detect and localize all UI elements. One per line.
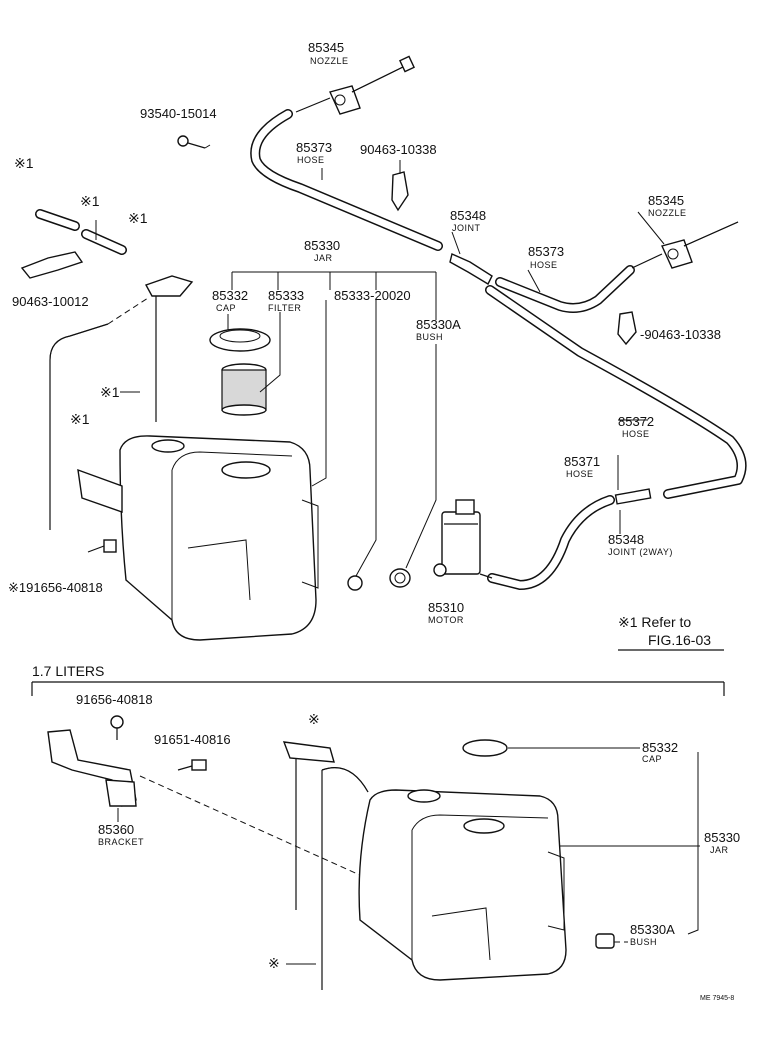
label-cap2-85332-nm: CAP: [642, 754, 662, 764]
label-bush-85330A-nm: BUSH: [416, 332, 443, 342]
label-joint-85348-b-nm: JOINT (2WAY): [608, 547, 673, 557]
label-bush-85330A-pn: 85330A: [416, 317, 461, 332]
nozzle-85345-upper: [295, 55, 415, 115]
label-joint-85348-b-pn: 85348: [608, 532, 644, 547]
label-hose-85372-nm: HOSE: [622, 429, 650, 439]
label-bush2-85330A-pn: 85330A: [630, 922, 675, 937]
label-cap-85332-nm: CAP: [216, 303, 236, 313]
bolt-93540-15014: [177, 135, 206, 149]
label-bolt-91651: 91651-40816: [154, 732, 231, 747]
section-title: 1.7 LITERS: [32, 663, 104, 679]
label-hose-85373-a-nm: HOSE: [297, 155, 325, 165]
dashed-connector-bracket: [139, 775, 363, 877]
refer-note-line-2: FIG.16-03: [648, 632, 711, 648]
label-ref1-b: ※1: [80, 193, 100, 209]
label-hose-85371-pn: 85371: [564, 454, 600, 469]
bracket-85360: [47, 729, 137, 807]
label-jar-85330-pn: 85330: [304, 238, 340, 253]
label-ref1-a: ※1: [14, 155, 34, 171]
label-part-85333-20020: 85333-20020: [334, 288, 411, 303]
clamp-90463-10012: [20, 251, 84, 279]
label-jar2-85330-nm: JAR: [710, 845, 729, 855]
label-hose-85371-nm: HOSE: [566, 469, 594, 479]
bush-85330A-upper: [389, 568, 411, 588]
tube-bent-left: [49, 323, 109, 530]
label-bush2-85330A-nm: BUSH: [630, 937, 657, 947]
label-clamp-90463-10012: 90463-10012: [12, 294, 89, 309]
label-ref1-d: ※1: [100, 384, 120, 400]
label-joint-85348-a-nm: JOINT: [452, 223, 481, 233]
dashed-connector-top: [107, 297, 149, 325]
label-hose-85372-pn: 85372: [618, 414, 654, 429]
nozzle-85345-right: [631, 221, 739, 269]
bolt-191656-40818: [87, 539, 117, 553]
hose-85373-upper: [250, 109, 443, 251]
label-jar2-85330-pn: 85330: [704, 830, 740, 845]
cap-85332-lower: [462, 739, 508, 757]
leader-lines-top: [95, 144, 665, 577]
label-jar-85330-nm: JAR: [314, 253, 333, 263]
label-clamp-90463-a: 90463-10338: [360, 142, 437, 157]
text-labels: 85345 NOZZLE 93540-15014 85373 HOSE 9046…: [8, 40, 740, 1002]
label-bolt-191656: ※191656-40818: [8, 580, 103, 595]
tube-lower: [282, 741, 369, 990]
label-hose-85373-b-nm: HOSE: [530, 260, 558, 270]
joint-85348-2way: [614, 488, 652, 505]
label-clamp-90463-b: -90463-10338: [640, 327, 721, 342]
label-bracket-85360-pn: 85360: [98, 822, 134, 837]
joint-85348: [449, 253, 493, 285]
label-hose-85373-a-pn: 85373: [296, 140, 332, 155]
leader-lines-lower: [117, 747, 700, 965]
section-divider-1-7-liters: [31, 681, 725, 696]
bolt-91651-40816: [177, 759, 207, 771]
label-filter-85333-pn: 85333: [268, 288, 304, 303]
label-cap2-85332-pn: 85332: [642, 740, 678, 755]
label-ref1-e: ※1: [70, 411, 90, 427]
drawing-code: ME 7945-8: [700, 995, 734, 1002]
label-bolt-91656: 91656-40818: [76, 692, 153, 707]
hose-left-short: [35, 209, 127, 255]
label-ref1-c: ※1: [128, 210, 148, 226]
hose-85372: [485, 285, 747, 499]
label-bracket-85360-nm: BRACKET: [98, 837, 144, 847]
bush-85330A-lower: [595, 933, 628, 949]
clamp-90463-10338-right: [617, 311, 637, 346]
label-joint-85348-a-pn: 85348: [450, 208, 486, 223]
label-motor-85310-pn: 85310: [428, 600, 464, 615]
label-nozzle-b-pn: 85345: [648, 193, 684, 208]
motor-85310: [433, 499, 493, 579]
hose-85373-right: [495, 265, 635, 313]
clamp-90463-10338-upper: [391, 171, 409, 212]
jar-85330-lower: [358, 789, 567, 981]
bolt-91656-40818: [110, 715, 124, 740]
label-cap-85332-pn: 85332: [212, 288, 248, 303]
jar-85330-upper: [77, 435, 319, 641]
grommet-85333-20020: [347, 575, 363, 591]
label-nozzle-a-pn: 85345: [308, 40, 344, 55]
cap-85332: [209, 328, 271, 352]
label-filter-85333-nm: FILTER: [268, 303, 301, 313]
filter-85333: [221, 363, 267, 416]
label-nozzle-b-nm: NOZZLE: [648, 208, 687, 218]
label-motor-85310-nm: MOTOR: [428, 615, 464, 625]
label-bolt-93540: 93540-15014: [140, 106, 217, 121]
hose-85371: [487, 495, 615, 590]
refer-note-line-1: ※1 Refer to: [618, 614, 691, 630]
label-ref-mark-a: ※: [308, 711, 320, 727]
label-nozzle-a-nm: NOZZLE: [310, 56, 349, 66]
label-hose-85373-b-pn: 85373: [528, 244, 564, 259]
fitting-top: [144, 275, 194, 297]
label-ref-mark-b: ※: [268, 955, 280, 971]
